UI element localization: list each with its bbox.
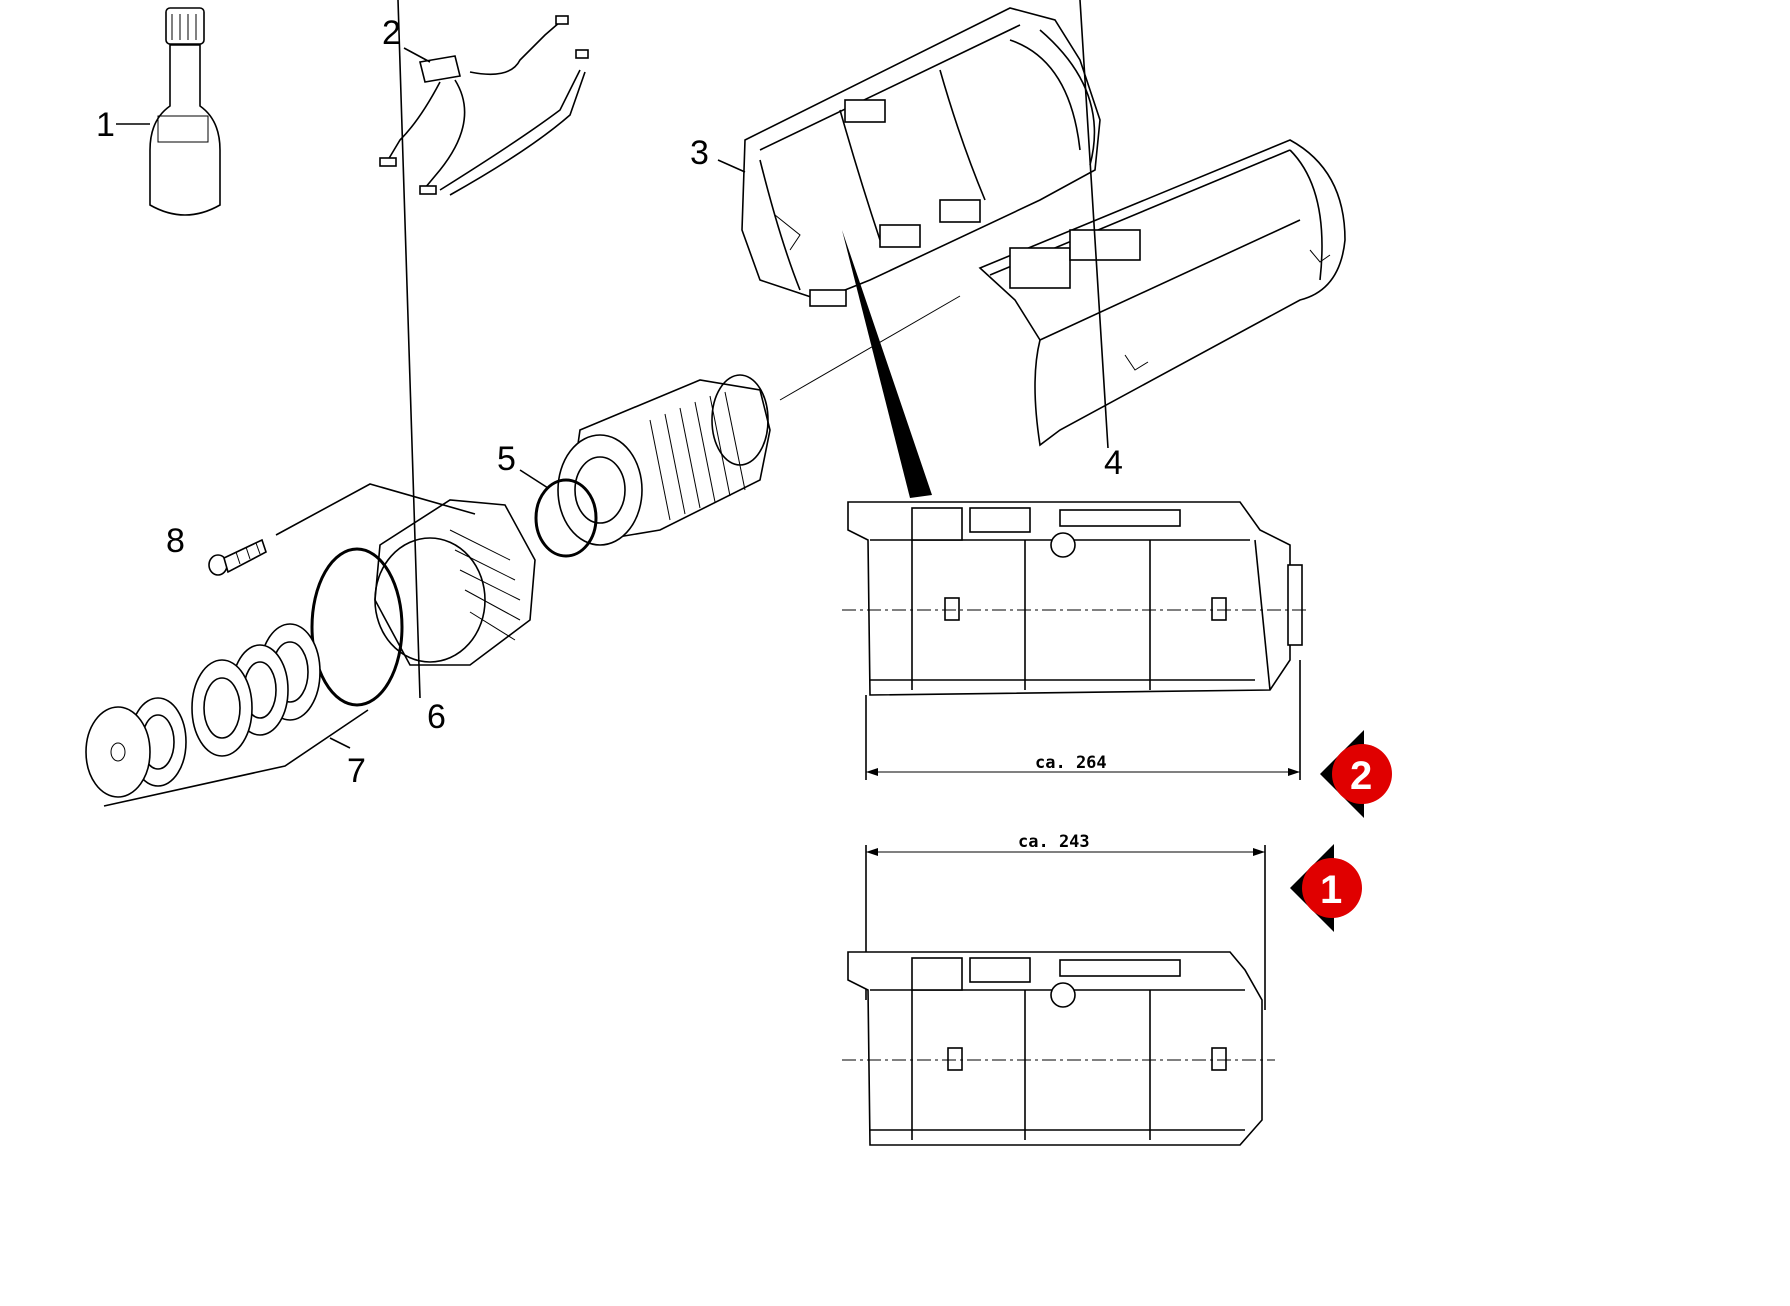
part-number-6: 6 — [427, 698, 446, 736]
part-number-2: 2 — [382, 14, 401, 52]
motor-unit-part — [557, 374, 771, 546]
part-number-7: 7 — [347, 752, 366, 790]
o-ring-flange-part — [310, 0, 421, 707]
bottle-part — [116, 7, 221, 216]
assembly-axis-line — [779, 295, 961, 401]
flange-housing-part — [374, 499, 536, 666]
cable-set-part — [379, 15, 589, 196]
housing-shell-left-part — [717, 7, 1101, 307]
housing-shell-right-part — [978, 0, 1346, 449]
view-badge-2-number: 2 — [1350, 754, 1372, 798]
part-number-3: 3 — [690, 134, 709, 172]
part-number-8: 8 — [166, 522, 185, 560]
view-badge-1 — [1290, 844, 1362, 932]
view-badge-1-number: 1 — [1320, 868, 1342, 912]
dimension-label-264: ca. 264 — [1035, 753, 1107, 773]
dimension-label-243: ca. 243 — [1018, 832, 1090, 852]
screw-part — [208, 483, 476, 576]
view-badge-2 — [1320, 730, 1392, 818]
detail-view-2 — [842, 501, 1310, 780]
part-number-1: 1 — [96, 106, 115, 144]
bearing-set-part — [85, 623, 369, 807]
o-ring-motor-part — [519, 469, 598, 558]
detail-view-1 — [842, 845, 1275, 1146]
part-number-5: 5 — [497, 440, 516, 478]
detail-pointer — [842, 230, 932, 498]
part-number-4: 4 — [1104, 444, 1123, 482]
